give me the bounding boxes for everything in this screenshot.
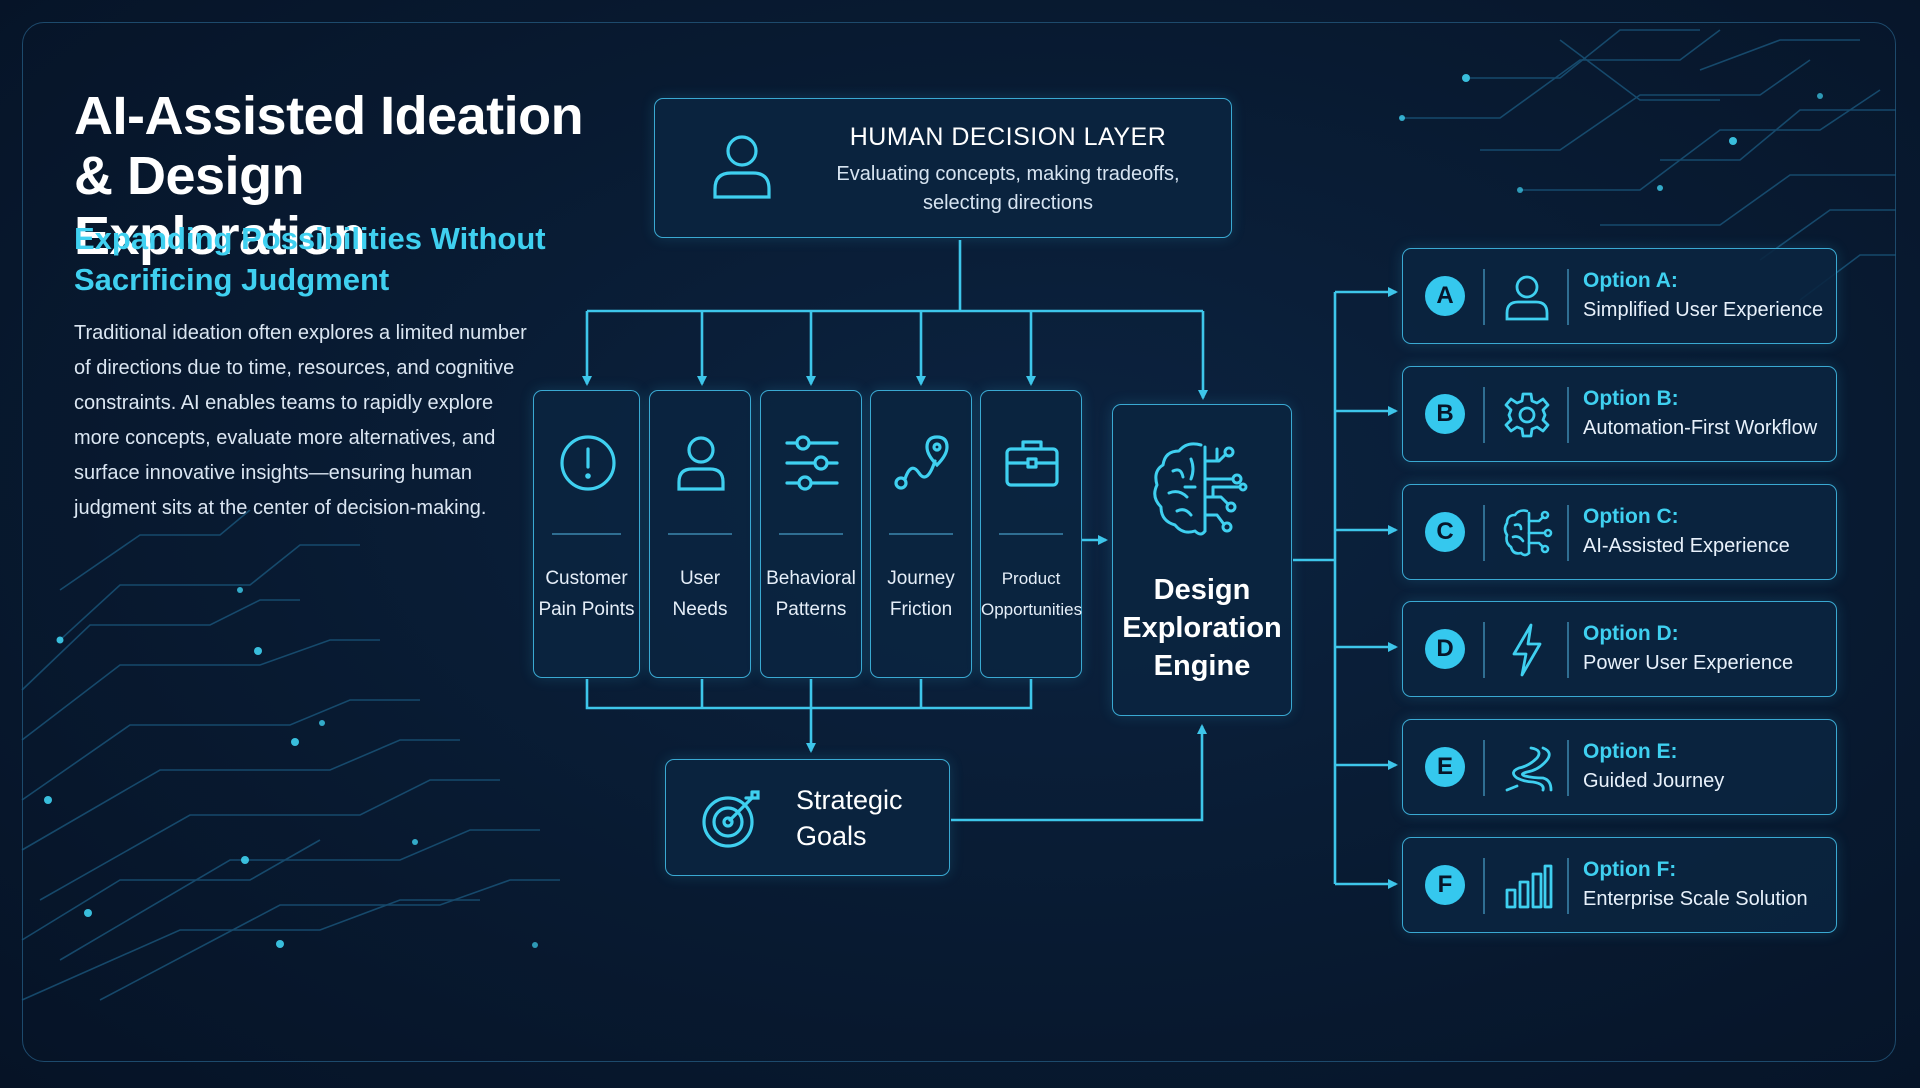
design-exploration-engine-box: Design Exploration Engine (1112, 404, 1292, 716)
page-title: AI-Assisted Ideation & Design Exploratio… (74, 86, 584, 266)
option-letter-badge: A (1425, 276, 1465, 316)
user-icon (713, 135, 771, 199)
input-label: Product Opportunities (981, 569, 1083, 619)
input-label: User Needs (672, 568, 728, 620)
human-decision-layer-subtitle: Evaluating concepts, making tradeoffs, s… (836, 163, 1180, 214)
target-icon (702, 790, 760, 848)
option-title: Option A: (1583, 269, 1678, 292)
lightning-icon (1512, 623, 1542, 677)
alert-circle-icon (560, 435, 616, 491)
user-icon (1505, 275, 1549, 321)
brain-icon (1503, 509, 1553, 557)
option-letter-badge: B (1425, 394, 1465, 434)
human-decision-layer-box: HUMAN DECISION LAYER Evaluating concepts… (654, 98, 1232, 238)
briefcase-icon (1005, 440, 1059, 487)
input-card-behavioral-patterns: Behavioral Patterns (760, 390, 862, 678)
input-card-journey-friction: Journey Friction (870, 390, 972, 678)
design-exploration-engine-label: Design Exploration Engine (1122, 574, 1282, 682)
gear-icon (1504, 392, 1550, 438)
human-decision-layer-title: HUMAN DECISION LAYER (849, 123, 1167, 151)
option-description: Automation-First Workflow (1583, 417, 1818, 439)
option-card-a: A Option A: Simplified User Experience (1402, 248, 1837, 344)
option-card-c: C Option C: AI-Assisted Experience (1402, 484, 1837, 580)
option-title: Option D: (1583, 622, 1679, 645)
input-label: Journey Friction (887, 568, 955, 620)
option-description: Enterprise Scale Solution (1583, 888, 1808, 910)
bar-chart-icon (1505, 864, 1553, 909)
input-label: Behavioral Patterns (766, 568, 856, 620)
option-letter-badge: F (1425, 865, 1465, 905)
option-description: Simplified User Experience (1583, 299, 1824, 321)
option-description: Guided Journey (1583, 770, 1725, 792)
sliders-icon (785, 435, 839, 491)
winding-road-icon (1505, 746, 1553, 792)
input-card-product-opportunities: Product Opportunities (980, 390, 1082, 678)
option-description: Power User Experience (1583, 652, 1794, 674)
page-subtitle: Expanding Possibilities Without Sacrific… (74, 221, 546, 297)
option-letter-badge: D (1425, 629, 1465, 669)
option-title: Option C: (1583, 505, 1679, 528)
option-card-f: F Option F: Enterprise Scale Solution (1402, 837, 1837, 933)
input-card-user-needs: User Needs (649, 390, 751, 678)
option-title: Option B: (1583, 387, 1679, 410)
option-card-b: B Option B: Automation-First Workflow (1402, 366, 1837, 462)
option-description: AI-Assisted Experience (1583, 535, 1790, 557)
option-card-d: D Option D: Power User Experience (1402, 601, 1837, 697)
brain-circuit-icon (1153, 442, 1248, 536)
outer-frame (22, 22, 1896, 1062)
option-title: Option E: (1583, 740, 1678, 763)
input-card-customer-pain-points: Customer Pain Points (533, 390, 640, 678)
user-icon (677, 436, 725, 491)
option-letter-badge: C (1425, 512, 1465, 552)
page-description: Traditional ideation often explores a li… (74, 322, 527, 519)
option-letter-badge: E (1425, 747, 1465, 787)
route-pin-icon (894, 435, 949, 490)
strategic-goals-label: Strategic Goals (796, 785, 903, 851)
strategic-goals-box: Strategic Goals (665, 759, 950, 876)
option-card-e: E Option E: Guided Journey (1402, 719, 1837, 815)
option-title: Option F: (1583, 858, 1677, 881)
input-label: Customer Pain Points (538, 568, 635, 620)
